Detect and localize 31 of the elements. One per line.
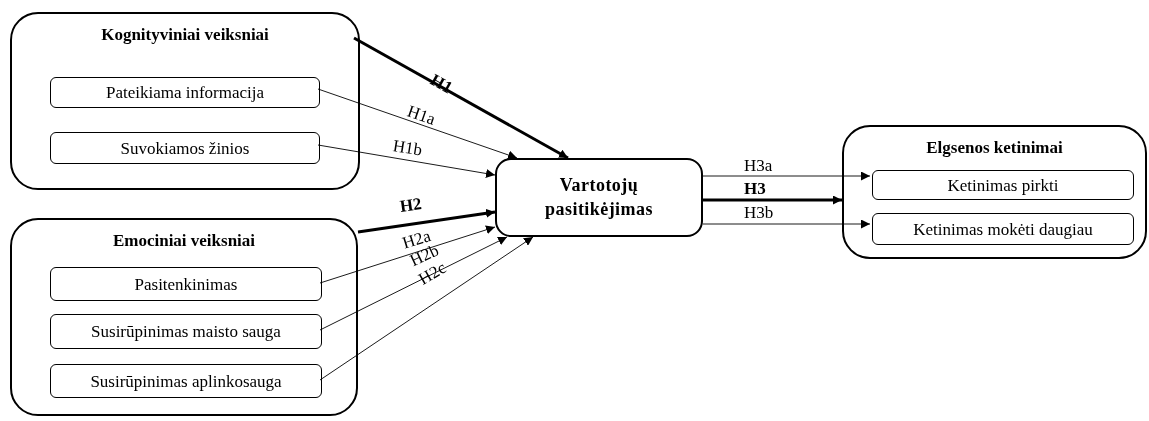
arrow — [357, 208, 496, 234]
factor-label: Susirūpinimas maisto sauga — [91, 323, 281, 340]
factor-label: Pasitenkinimas — [134, 275, 238, 293]
edge-label: H2 — [398, 195, 423, 215]
arrow — [353, 36, 569, 160]
factor-label: Ketinimas mokėti daugiau — [913, 220, 1093, 238]
factor-label: Ketinimas pirkti — [947, 176, 1059, 194]
factor-box — [50, 77, 320, 108]
factor-box — [50, 364, 322, 398]
edge-label: H1b — [391, 137, 424, 159]
edge-label: H3b — [744, 204, 774, 221]
group-heading: Emociniai veiksniai — [111, 230, 257, 252]
arrow — [703, 195, 842, 205]
group-box — [842, 125, 1147, 259]
factor-box — [50, 314, 322, 349]
edge-label: H1a — [405, 102, 438, 128]
factor-box — [50, 267, 322, 301]
construct-label: Vartotojų pasitikėjimas — [544, 174, 654, 221]
factor-label: Susirūpinimas aplinkosauga — [90, 372, 282, 390]
construct-box — [495, 158, 703, 237]
group-heading: Elgsenos ketinimai — [925, 137, 1064, 159]
edge-label: H3a — [744, 157, 773, 174]
factor-box — [872, 213, 1134, 245]
group-box — [10, 218, 358, 416]
factor-box — [50, 132, 320, 164]
edge-label: H3 — [744, 180, 766, 197]
group-box — [10, 12, 360, 190]
factor-label: Pateikiama informacija — [105, 84, 265, 101]
factor-box — [872, 170, 1134, 200]
group-heading: Kognityviniai veiksniai — [100, 24, 270, 46]
factor-label: Suvokiamos žinios — [120, 139, 250, 157]
